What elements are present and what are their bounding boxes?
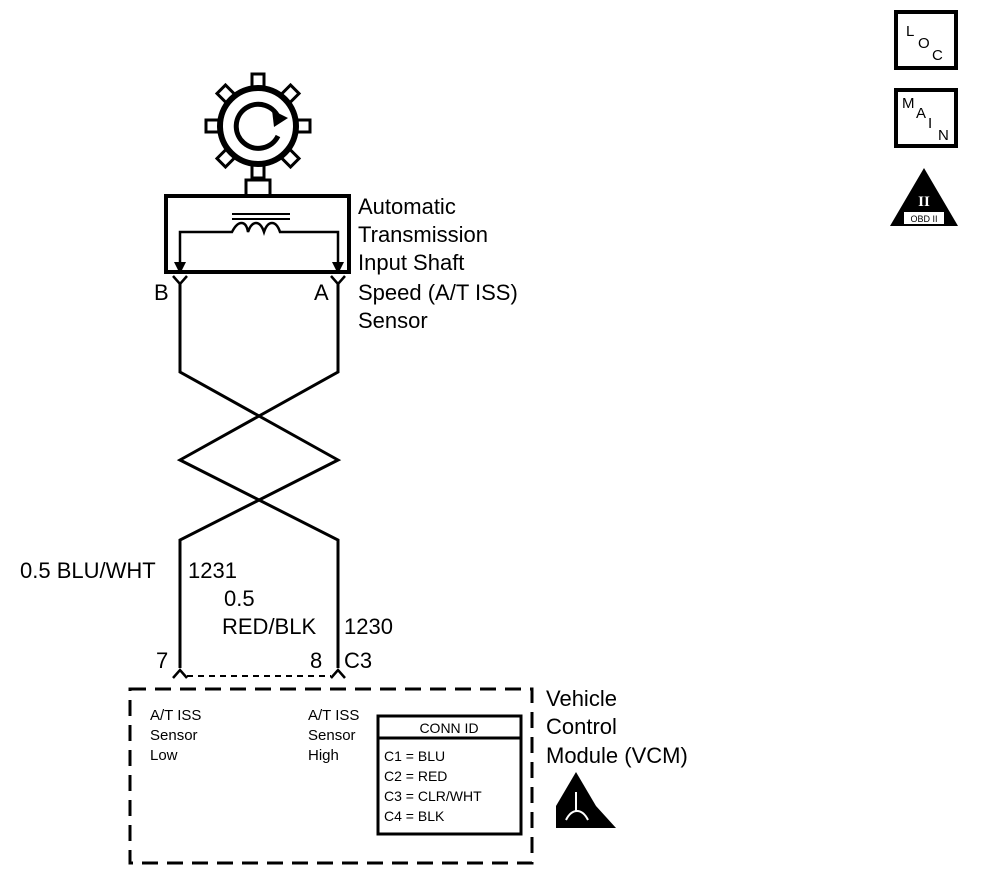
- svg-text:O: O: [918, 35, 930, 52]
- conn-id-row-3: C3 = CLR/WHT: [384, 788, 482, 804]
- vcm-low-label-1: A/T ISS: [150, 707, 201, 724]
- svg-text:C: C: [932, 47, 943, 64]
- sensor-name-line-1: Automatic: [358, 194, 456, 219]
- sensor-name-line-2: Transmission: [358, 222, 488, 247]
- vcm-pin-low: 7: [156, 648, 168, 673]
- vcm-high-label-3: High: [308, 747, 339, 764]
- pin-7-connector: [172, 668, 188, 679]
- reluctor-wheel-icon: [204, 72, 312, 198]
- terminal-a-label: A: [314, 280, 329, 305]
- esd-warning-icon: [556, 772, 616, 828]
- wire-red-blk-color: RED/BLK: [222, 614, 316, 639]
- sensor-name-line-5: Sensor: [358, 308, 428, 333]
- wire-red-blk-gauge: 0.5: [224, 586, 255, 611]
- conn-id-table: CONN ID C1 = BLU C2 = RED C3 = CLR/WHT C…: [376, 714, 523, 836]
- pin-8-connector: [330, 668, 346, 679]
- vcm-box: [128, 687, 534, 865]
- vcm-low-label-3: Low: [150, 747, 178, 764]
- vcm-pin-high: 8: [310, 648, 322, 673]
- conn-id-row-2: C2 = RED: [384, 768, 447, 784]
- sensor-name-line-3: Input Shaft: [358, 250, 464, 275]
- main-icon[interactable]: M A I N: [894, 88, 958, 148]
- svg-text:I: I: [928, 115, 932, 132]
- svg-text:A: A: [916, 105, 926, 122]
- vcm-name-line-3: Module (VCM): [546, 743, 688, 768]
- obd-ii-icon[interactable]: II OBD II: [890, 168, 958, 226]
- vcm-name-line-2: Control: [546, 714, 617, 739]
- terminal-b-connector: [172, 275, 188, 286]
- vcm-low-label-2: Sensor: [150, 727, 198, 744]
- twisted-pair-wires: [176, 284, 342, 668]
- terminal-b-label: B: [154, 280, 169, 305]
- svg-text:L: L: [906, 23, 914, 40]
- vcm-connector-id: C3: [344, 648, 372, 673]
- terminal-a-connector: [330, 275, 346, 286]
- svg-text:OBD II: OBD II: [910, 214, 937, 224]
- conn-id-title: CONN ID: [419, 720, 478, 736]
- vcm-high-label-2: Sensor: [308, 727, 356, 744]
- conn-id-row-4: C4 = BLK: [384, 808, 445, 824]
- loc-icon[interactable]: L O C: [894, 10, 958, 70]
- wire-red-blk-circuit: 1230: [344, 614, 393, 639]
- svg-text:II: II: [918, 194, 930, 210]
- sensor-name-line-4: Speed (A/T ISS): [358, 280, 518, 305]
- wire-blu-wht-circuit: 1231: [188, 558, 237, 583]
- vcm-name-line-1: Vehicle: [546, 686, 617, 711]
- svg-text:N: N: [938, 127, 949, 144]
- conn-id-row-1: C1 = BLU: [384, 748, 445, 764]
- wire-blu-wht-label: 0.5 BLU/WHT: [20, 558, 156, 583]
- sensor-body: [164, 194, 351, 274]
- vcm-high-label-1: A/T ISS: [308, 707, 359, 724]
- svg-text:M: M: [902, 95, 915, 112]
